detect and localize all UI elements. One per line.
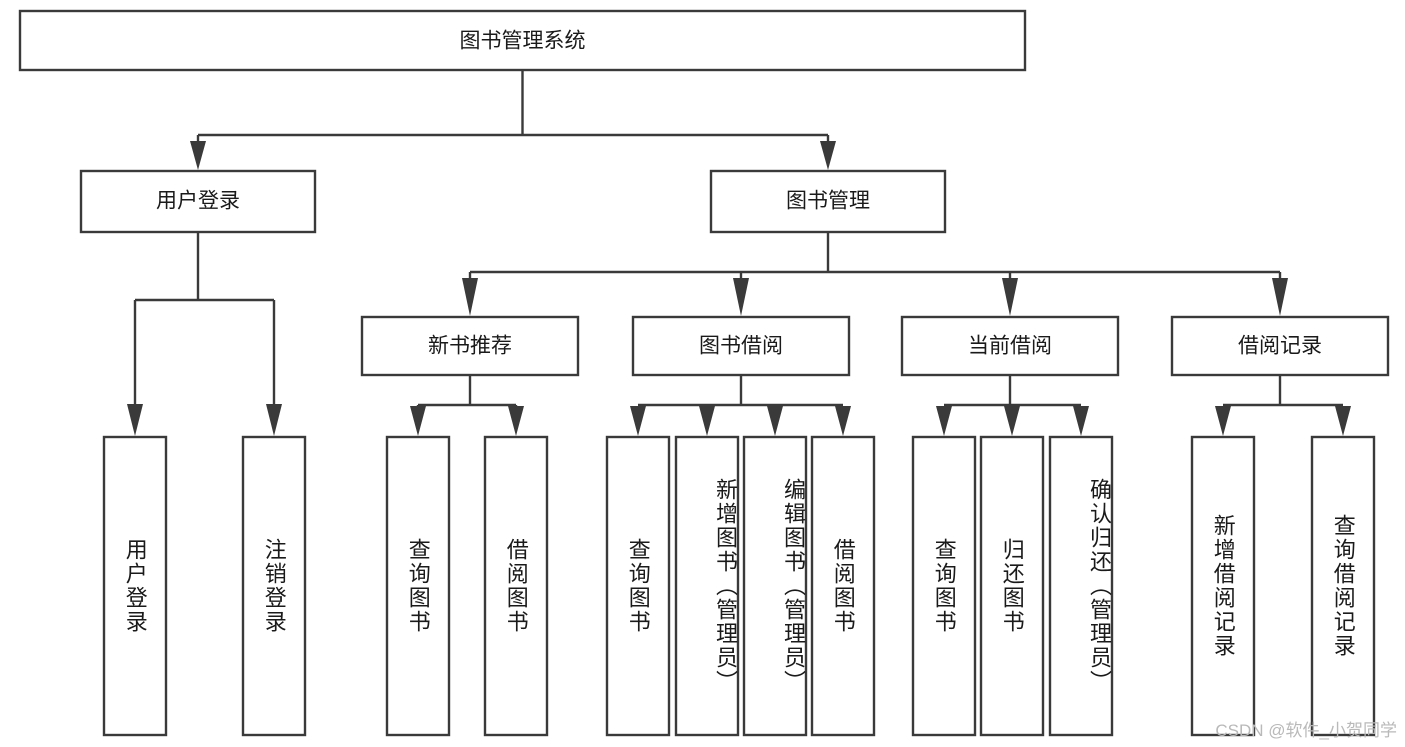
- arrowhead-to-new-books: [462, 278, 478, 316]
- arrowhead-bo-leaf-3: [767, 406, 783, 436]
- csdn-watermark: CSDN @软件_小贺同学: [1215, 721, 1397, 740]
- arrowhead-bo-leaf-2: [699, 406, 715, 436]
- connector-group-current-borrow: [936, 375, 1089, 436]
- node-root-label: 图书管理系统: [460, 30, 586, 53]
- leaf-rect-bo-borrow-book[interactable]: [810, 435, 876, 737]
- node-current-borrow[interactable]: 当前借阅: [900, 315, 1120, 377]
- leaf-rect-cb-return-book[interactable]: [979, 435, 1045, 737]
- node-book-borrow[interactable]: 图书借阅: [631, 315, 851, 377]
- node-book-borrow-rect[interactable]: [631, 315, 851, 377]
- node-root[interactable]: 图书管理系统: [18, 9, 1027, 72]
- leaf-boxes: [102, 435, 1376, 737]
- arrowhead-cb-leaf-3: [1073, 406, 1089, 436]
- node-borrow-record-rect[interactable]: [1170, 315, 1390, 377]
- node-current-borrow-rect[interactable]: [900, 315, 1120, 377]
- arrowhead-to-user-login: [190, 141, 206, 170]
- leaf-rect-nb-query-book[interactable]: [385, 435, 451, 737]
- arrowhead-nb-leaf-2: [508, 406, 524, 436]
- connector-group-root: [190, 70, 836, 170]
- leaf-rect-bo-query-book[interactable]: [605, 435, 671, 737]
- arrowhead-to-current-borrow: [1002, 278, 1018, 316]
- arrowhead-bo-leaf-1: [630, 406, 646, 436]
- arrowhead-to-borrow: [733, 278, 749, 316]
- arrowhead-ul-leaf-1: [127, 404, 143, 436]
- leaf-rect-cb-query-book[interactable]: [911, 435, 977, 737]
- node-book-management-rect[interactable]: [709, 169, 947, 234]
- node-current-borrow-label: 当前借阅: [968, 335, 1052, 358]
- leaf-rect-nb-borrow-book[interactable]: [483, 435, 549, 737]
- leaf-rect-br-add-record[interactable]: [1190, 435, 1256, 737]
- node-new-book-recommend-rect[interactable]: [360, 315, 580, 377]
- arrowhead-cb-leaf-2: [1004, 406, 1020, 436]
- arrowhead-to-book-mgmt: [820, 141, 836, 170]
- leaf-rect-logout[interactable]: [241, 435, 307, 737]
- node-user-login-rect[interactable]: [79, 169, 317, 234]
- arrowhead-to-borrow-record: [1272, 278, 1288, 316]
- node-user-login-label: 用户登录: [156, 190, 240, 213]
- connector-group-book-mgmt: [462, 232, 1288, 316]
- connector-group-user-login: [127, 232, 282, 436]
- node-borrow-record[interactable]: 借阅记录: [1170, 315, 1390, 377]
- arrowhead-br-leaf-2: [1335, 406, 1351, 436]
- arrowhead-cb-leaf-1: [936, 406, 952, 436]
- node-new-book-recommend[interactable]: 新书推荐: [360, 315, 580, 377]
- node-book-borrow-label: 图书借阅: [699, 335, 783, 358]
- arrowhead-nb-leaf-1: [410, 406, 426, 436]
- node-book-management[interactable]: 图书管理: [709, 169, 947, 234]
- leaf-rect-user-login[interactable]: [102, 435, 168, 737]
- connector-group-borrow-record: [1215, 375, 1351, 436]
- arrowhead-br-leaf-1: [1215, 406, 1231, 436]
- leaf-rect-bo-add-book[interactable]: [674, 435, 740, 737]
- node-book-management-label: 图书管理: [786, 190, 870, 213]
- leaf-rect-bo-edit-book[interactable]: [742, 435, 808, 737]
- arrowhead-ul-leaf-2: [266, 404, 282, 436]
- node-user-login[interactable]: 用户登录: [79, 169, 317, 234]
- leaf-rect-br-query-record[interactable]: [1310, 435, 1376, 737]
- node-borrow-record-label: 借阅记录: [1238, 335, 1322, 358]
- connector-group-borrow: [630, 375, 851, 436]
- connector-group-new-books: [410, 375, 524, 436]
- node-new-book-recommend-label: 新书推荐: [428, 335, 512, 358]
- arrowhead-bo-leaf-4: [835, 406, 851, 436]
- leaf-rect-cb-confirm-return[interactable]: [1048, 435, 1114, 737]
- node-root-rect[interactable]: [18, 9, 1027, 72]
